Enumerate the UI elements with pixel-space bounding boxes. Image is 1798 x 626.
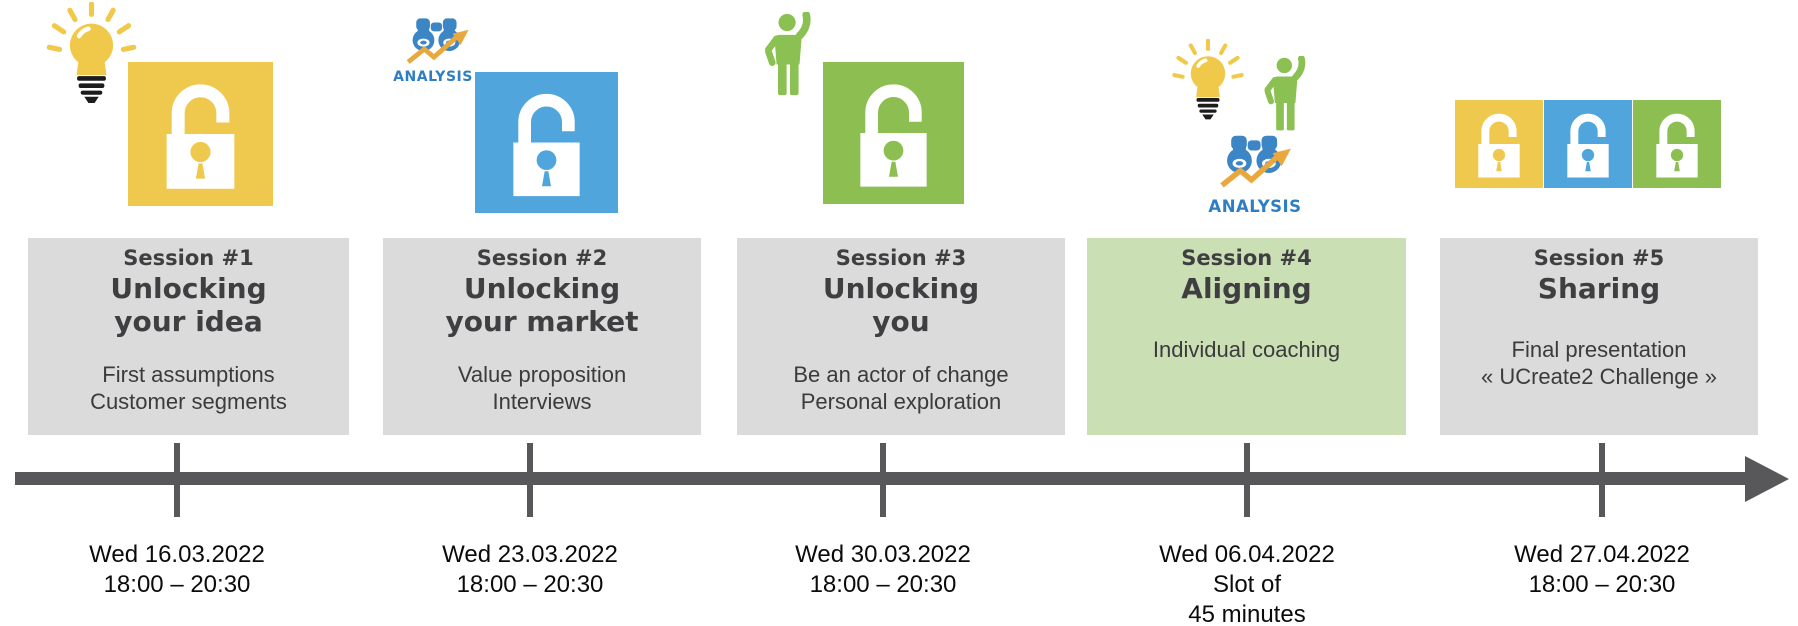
date-line: Slot of — [1212, 571, 1282, 598]
raised-hand-person-icon — [765, 12, 813, 98]
session-card-3: Session #3 Unlocking you Be an actor of … — [737, 238, 1065, 435]
timeline-bar — [15, 472, 1747, 485]
padlock-square-green — [823, 62, 964, 204]
session-date-2: Wed 23.03.2022 18:00 – 20:30 — [442, 540, 618, 600]
session-card-1: Session #1 Unlocking your idea First ass… — [28, 238, 349, 435]
date-line: Wed 27.04.2022 — [1514, 541, 1690, 568]
open-padlock-icon — [1633, 100, 1721, 188]
description-line: Be an actor of change — [793, 362, 1009, 387]
session-description: First assumptions Customer segments — [90, 361, 287, 415]
date-line: 18:00 – 20:30 — [809, 571, 957, 598]
description-line: « UCreate2 Challenge » — [1480, 364, 1718, 389]
binoculars-analysis-icon — [405, 16, 471, 66]
date-line: 18:00 – 20:30 — [103, 571, 251, 598]
date-line: Wed 06.04.2022 — [1159, 541, 1335, 568]
analysis-label: ANALYSIS — [393, 69, 473, 85]
session-description: Value proposition Interviews — [458, 361, 626, 415]
date-line: Wed 16.03.2022 — [89, 541, 265, 568]
session-date-5: Wed 27.04.2022 18:00 – 20:30 — [1514, 540, 1690, 600]
session-card-2: Session #2 Unlocking your market Value p… — [383, 238, 701, 435]
lightbulb-icon — [1167, 38, 1249, 122]
open-padlock-icon — [475, 72, 618, 213]
padlock-square-green — [1633, 100, 1721, 188]
session-title-line2: your market — [445, 305, 639, 338]
description-line: Final presentation — [1511, 337, 1687, 362]
date-line: 18:00 – 20:30 — [456, 571, 604, 598]
open-padlock-icon — [128, 62, 273, 206]
session-description: Final presentation « UCreate2 Challenge … — [1481, 336, 1717, 390]
date-line: Wed 23.03.2022 — [442, 541, 618, 568]
description-line: Value proposition — [457, 362, 627, 387]
session-date-1: Wed 16.03.2022 18:00 – 20:30 — [89, 540, 265, 600]
padlock-square-yellow — [128, 62, 273, 206]
session-number: Session #4 — [1181, 246, 1312, 270]
description-line: Personal exploration — [800, 389, 1002, 414]
raised-hand-person-icon — [1264, 56, 1308, 133]
date-line: 45 minutes — [1188, 601, 1306, 626]
session-card-4: Session #4 Aligning Individual coaching — [1087, 238, 1406, 435]
session-number: Session #5 — [1533, 246, 1665, 270]
open-padlock-icon — [1544, 100, 1632, 188]
padlock-square-blue — [1544, 100, 1632, 188]
date-line: 18:00 – 20:30 — [1528, 571, 1676, 598]
timeline-arrowhead-icon — [1745, 456, 1789, 502]
description-line: Individual coaching — [1152, 337, 1341, 362]
session-description: Individual coaching — [1153, 336, 1340, 363]
description-line: First assumptions — [102, 362, 275, 387]
session-title-line2: your idea — [114, 305, 263, 338]
session-date-3: Wed 30.03.2022 18:00 – 20:30 — [795, 540, 971, 600]
padlock-square-blue — [475, 72, 618, 213]
open-padlock-icon — [823, 62, 964, 204]
padlock-square-yellow — [1455, 100, 1543, 188]
session-number: Session #2 — [476, 246, 608, 270]
session-title-line1: Unlocking — [463, 272, 621, 305]
session-title-line1: Sharing — [1537, 272, 1661, 305]
description-line: Customer segments — [90, 389, 287, 414]
session-title-line1: Unlocking — [110, 272, 267, 305]
session-title-line1: Aligning — [1181, 272, 1312, 305]
description-line: Interviews — [492, 389, 592, 414]
session-title-line2: you — [872, 305, 930, 338]
open-padlock-icon — [1455, 100, 1543, 188]
session-title-line1: Unlocking — [822, 272, 980, 305]
session-number: Session #3 — [835, 246, 967, 270]
session-card-5: Session #5 Sharing Final presentation « … — [1440, 238, 1758, 435]
binoculars-analysis-icon — [1219, 133, 1293, 190]
session-description: Be an actor of change Personal explorati… — [793, 361, 1008, 415]
session-number: Session #1 — [123, 246, 254, 270]
date-line: Wed 30.03.2022 — [795, 541, 971, 568]
analysis-label: ANALYSIS — [1208, 197, 1302, 216]
session-date-4: Wed 06.04.2022 Slot of 45 minutes — [1159, 540, 1335, 626]
